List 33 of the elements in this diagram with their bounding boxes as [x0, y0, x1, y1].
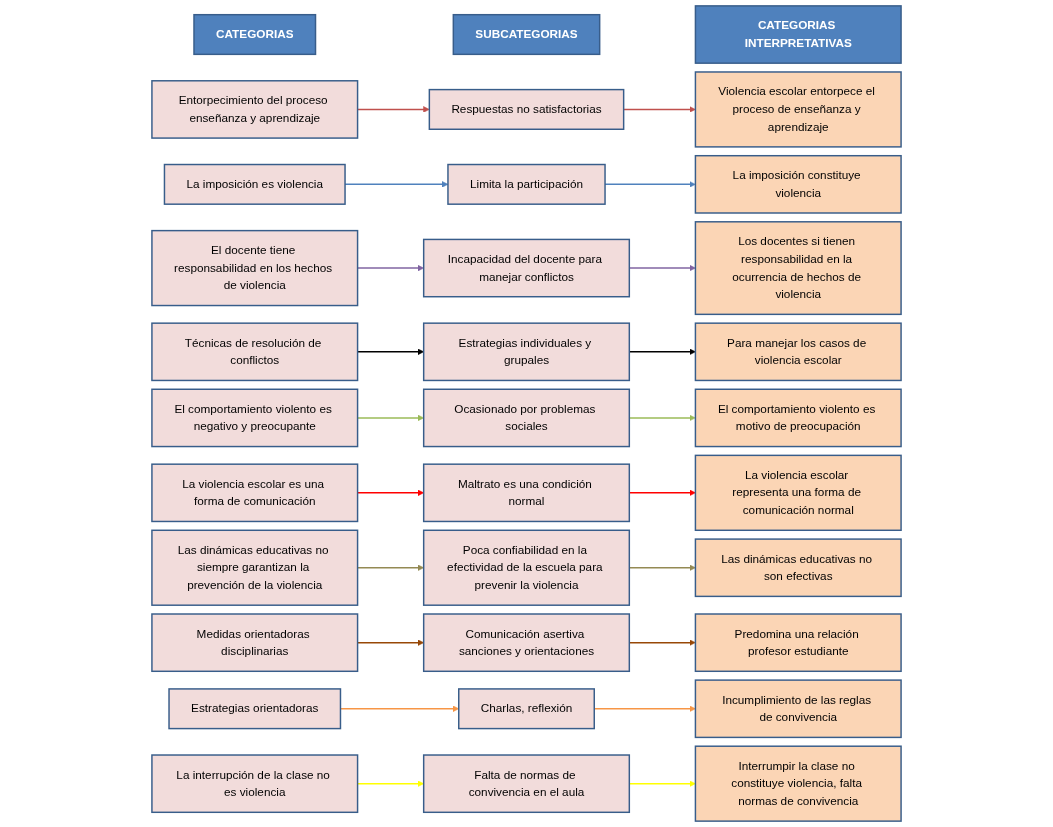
node-box: SUBCATEGORIAS: [452, 13, 601, 56]
node-box: Limita la participación: [447, 163, 606, 205]
node-box: Incapacidad del docente para manejar conflictos: [422, 238, 631, 298]
node-box: Violencia escolar entorpece el proceso de enseñanza y aprendizaje: [694, 71, 902, 148]
node-box: La imposición es violencia: [163, 163, 346, 205]
node-box: Falta de normas de convivencia en el aula: [422, 754, 631, 814]
node-box: Incumplimiento de las reglas de convivencia: [694, 679, 902, 739]
node-box: El comportamiento violento es motivo de preocupación: [694, 388, 902, 448]
node-box: Entorpecimiento del proceso enseñanza y aprendizaje: [151, 80, 359, 139]
node-box: CATEGORIAS: [193, 13, 317, 56]
node-box: La violencia escolar representa una forma de comunicación normal: [694, 454, 902, 531]
node-box: CATEGORIAS INTERPRETATIVAS: [694, 5, 902, 64]
node-box: El comportamiento violento es negativo y preocupante: [151, 388, 359, 448]
node-box: Medidas orientadoras disciplinarias: [151, 613, 359, 673]
node-box: La imposición constituye violencia: [694, 154, 902, 214]
node-box: Comunicación asertiva sanciones y orientaciones: [422, 613, 631, 673]
node-box: Respuestas no satisfactorias: [428, 88, 625, 130]
node-box: El docente tiene responsabilidad en los hechos de violencia: [151, 229, 359, 307]
node-box: Estrategias individuales y grupales: [422, 322, 631, 382]
node-box: Estrategias orientadoras: [168, 688, 342, 730]
node-box: Charlas, reflexión: [458, 688, 595, 730]
node-box: Predomina una relación profesor estudiante: [694, 613, 902, 673]
node-box: Las dinámicas educativas no son efectivas: [694, 538, 902, 598]
node-box: Para manejar los casos de violencia escolar: [694, 322, 902, 382]
node-box: Poca confiabilidad en la efectividad de la escuela para prevenir la violencia: [422, 529, 631, 606]
node-box: Maltrato es una condición normal: [422, 463, 631, 523]
node-box: La violencia escolar es una forma de comunicación: [151, 463, 359, 523]
node-box: Los docentes si tienen responsabilidad en la ocurrencia de hechos de violencia: [694, 221, 902, 316]
node-box: La interrupción de la clase no es violencia: [151, 754, 359, 814]
node-box: Interrumpir la clase no constituye violencia, falta normas de convivencia: [694, 745, 902, 822]
node-box: Ocasionado por problemas sociales: [422, 388, 631, 448]
node-box: Las dinámicas educativas no siempre garantizan la prevención de la violencia: [151, 529, 359, 606]
node-box: Técnicas de resolución de conflictos: [151, 322, 359, 382]
